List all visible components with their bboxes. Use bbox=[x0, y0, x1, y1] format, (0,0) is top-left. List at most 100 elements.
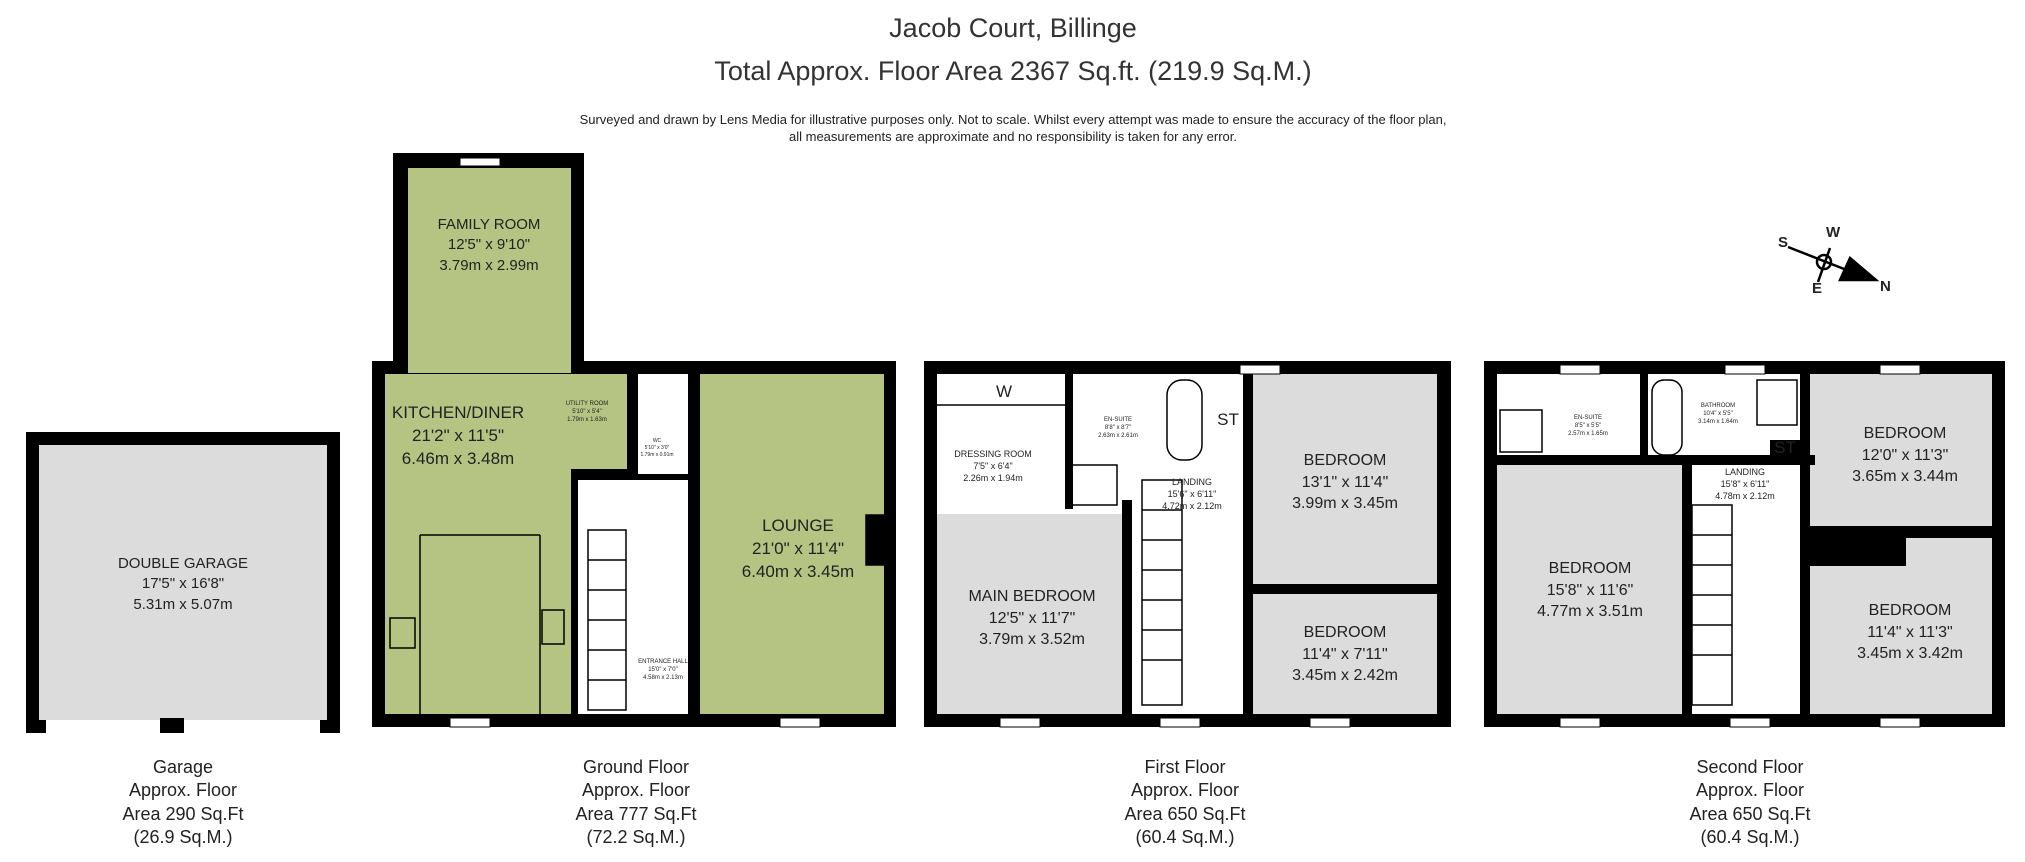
room-label-bedroom: BEDROOM 11'4" x 7'11" 3.45m x 2.42m bbox=[1292, 622, 1398, 687]
room-name: ENTRANCE HALL bbox=[638, 659, 688, 665]
compass-icon bbox=[1787, 245, 1880, 283]
second-floor-plan bbox=[1484, 361, 2005, 728]
room-metric: 2.63m x 2.61m bbox=[1098, 433, 1138, 440]
room-name: BATHROOM bbox=[1700, 403, 1736, 409]
room-name: UTILITY ROOM bbox=[565, 401, 609, 407]
room-name: LANDING bbox=[1724, 467, 1765, 477]
room-imperial: 15'6" x 6'11" bbox=[1167, 489, 1217, 500]
room-label-dressing-room: DRESSING ROOM 7'5" x 6'4" 2.26m x 1.94m bbox=[954, 448, 1032, 484]
floor-name: Ground Floor bbox=[582, 757, 690, 777]
floor-area-sqm: (72.2 Sq.M.) bbox=[586, 827, 686, 848]
room-label-main-bedroom: MAIN BEDROOM 12'5" x 11'7" 3.79m x 3.52m bbox=[968, 586, 1095, 651]
ground-floor-plan bbox=[372, 153, 896, 728]
floor-area-label: Approx. Floor bbox=[1130, 780, 1240, 801]
floor-name: Garage bbox=[152, 757, 214, 777]
room-name: WC bbox=[652, 438, 662, 444]
floor-label-second: Second Floor Approx. Floor Area 650 Sq.F… bbox=[1689, 756, 1810, 850]
floor-name: First Floor bbox=[1144, 757, 1226, 777]
plan-total-area: Total Approx. Floor Area 2367 Sq.ft. (21… bbox=[714, 56, 1312, 86]
room-label-bathroom: BATHROOM 10'4" x 5'5" 3.14m x 1.64m bbox=[1698, 402, 1738, 426]
compass-n: N bbox=[1880, 278, 1891, 295]
room-metric: 3.45m x 2.42m bbox=[1292, 667, 1398, 685]
room-label-wc: WC 5'10" x 3'0" 1.79m x 0.91m bbox=[640, 438, 673, 458]
first-floor-plan bbox=[924, 361, 1451, 728]
store-label: ST bbox=[1217, 410, 1239, 429]
room-imperial: 11'4" x 11'3" bbox=[1867, 623, 1953, 641]
floor-area-label: Approx. Floor bbox=[581, 780, 691, 801]
room-label-double-garage: DOUBLE GARAGE 17'5" x 16'8" 5.31m x 5.07… bbox=[118, 554, 248, 615]
room-metric: 1.79m x 0.91m bbox=[640, 451, 674, 458]
room-metric: 6.46m x 3.48m bbox=[401, 448, 515, 468]
room-metric: 3.99m x 3.45m bbox=[1292, 495, 1398, 513]
room-label-entrance-hall: ENTRANCE HALL 15'0" x 7'0" 4.58m x 2.13m bbox=[638, 658, 688, 682]
room-metric: 3.45m x 3.42m bbox=[1857, 645, 1963, 663]
room-imperial: 21'0" x 11'4" bbox=[752, 538, 844, 558]
room-name: EN-SUITE bbox=[1573, 415, 1602, 421]
room-imperial: 12'0" x 11'3" bbox=[1861, 446, 1949, 464]
room-imperial: 8'5" x 5'5" bbox=[1574, 423, 1602, 430]
room-label-en-suite: EN-SUITE 8'5" x 5'5" 2.57m x 1.65m bbox=[1568, 414, 1608, 438]
room-label-bedroom: BEDROOM 15'8" x 11'6" 4.77m x 3.51m bbox=[1537, 558, 1643, 623]
room-imperial: 11'4" x 7'11" bbox=[1302, 645, 1388, 663]
room-name: BEDROOM bbox=[1303, 624, 1387, 641]
floor-area-label: Approx. Floor bbox=[1695, 780, 1805, 801]
room-imperial: 15'0" x 7'0" bbox=[648, 667, 678, 674]
room-imperial: 12'5" x 11'7" bbox=[988, 609, 1076, 627]
room-name: BEDROOM bbox=[1868, 602, 1952, 619]
room-imperial: 13'1" x 11'4" bbox=[1301, 473, 1389, 491]
room-imperial: 10'4" x 5'5" bbox=[1703, 411, 1733, 418]
floor-label-ground: Ground Floor Approx. Floor Area 777 Sq.F… bbox=[575, 756, 696, 850]
room-name: BEDROOM bbox=[1548, 560, 1632, 577]
room-metric: 3.65m x 3.44m bbox=[1852, 468, 1958, 486]
room-label-utility-room: UTILITY ROOM 5'10" x 5'4" 1.79m x 1.63m bbox=[566, 400, 609, 424]
room-imperial: 8'8" x 8'7" bbox=[1104, 425, 1132, 432]
room-label-family-room: FAMILY ROOM 12'5" x 9'10" 3.79m x 2.99m bbox=[438, 215, 541, 276]
room-imperial: 21'2" x 11'5" bbox=[412, 425, 504, 445]
room-imperial: 7'5" x 6'4" bbox=[973, 461, 1013, 472]
room-name: MAIN BEDROOM bbox=[968, 588, 1096, 605]
room-label-landing: LANDING 15'6" x 6'11" 4.72m x 2.12m bbox=[1162, 476, 1222, 512]
store-label: ST bbox=[1774, 438, 1796, 457]
room-metric: 4.78m x 2.12m bbox=[1715, 491, 1775, 502]
room-label-bedroom: BEDROOM 12'0" x 11'3" 3.65m x 3.44m bbox=[1852, 423, 1958, 488]
room-name: DOUBLE GARAGE bbox=[117, 555, 249, 572]
room-imperial: 15'8" x 11'6" bbox=[1546, 581, 1634, 599]
room-name: DRESSING ROOM bbox=[954, 449, 1032, 459]
room-name: EN-SUITE bbox=[1103, 417, 1132, 423]
room-imperial: 15'8" x 6'11" bbox=[1720, 479, 1770, 490]
compass-e: E bbox=[1812, 280, 1823, 297]
room-metric: 3.79m x 3.52m bbox=[979, 631, 1085, 649]
floor-area-sqft: Area 777 Sq.Ft bbox=[575, 803, 697, 824]
room-metric: 4.77m x 3.51m bbox=[1537, 603, 1643, 621]
garage-plan bbox=[26, 432, 340, 733]
wardrobe-label: W bbox=[995, 382, 1013, 401]
room-name: LANDING bbox=[1171, 477, 1212, 487]
room-label-bedroom: BEDROOM 11'4" x 11'3" 3.45m x 3.42m bbox=[1857, 600, 1963, 665]
room-imperial: 17'5" x 16'8" bbox=[141, 575, 225, 593]
floor-label-first: First Floor Approx. Floor Area 650 Sq.Ft… bbox=[1124, 756, 1245, 850]
floor-area-sqft: Area 650 Sq.Ft bbox=[1124, 803, 1246, 824]
room-name: BEDROOM bbox=[1863, 425, 1947, 442]
room-metric: 5.31m x 5.07m bbox=[133, 595, 233, 613]
compass-s: S bbox=[1778, 234, 1789, 251]
floor-area-sqm: (26.9 Sq.M.) bbox=[133, 827, 233, 848]
room-metric: 6.40m x 3.45m bbox=[741, 561, 855, 581]
room-imperial: 5'10" x 5'4" bbox=[572, 409, 602, 416]
floor-area-sqm: (60.4 Sq.M.) bbox=[1135, 827, 1235, 848]
room-metric: 3.14m x 1.64m bbox=[1698, 419, 1738, 426]
room-metric: 2.26m x 1.94m bbox=[963, 473, 1023, 484]
room-metric: 2.57m x 1.65m bbox=[1568, 431, 1608, 438]
floor-area-sqft: Area 290 Sq.Ft bbox=[122, 803, 244, 824]
floor-name: Second Floor bbox=[1696, 757, 1804, 777]
room-metric: 4.72m x 2.12m bbox=[1162, 501, 1222, 512]
room-metric: 1.79m x 1.63m bbox=[567, 417, 607, 424]
floor-area-sqft: Area 650 Sq.Ft bbox=[1689, 803, 1811, 824]
room-label-lounge: LOUNGE 21'0" x 11'4" 6.40m x 3.45m bbox=[742, 515, 854, 584]
floor-area-label: Approx. Floor bbox=[128, 780, 238, 801]
floor-label-garage: Garage Approx. Floor Area 290 Sq.Ft (26.… bbox=[122, 756, 243, 850]
room-label-en-suite: EN-SUITE 8'8" x 8'7" 2.63m x 2.61m bbox=[1098, 416, 1138, 440]
disclaimer-line-1: Surveyed and drawn by Lens Media for ill… bbox=[579, 112, 1447, 127]
room-name: FAMILY ROOM bbox=[437, 216, 541, 233]
room-label-kitchen-diner: KITCHEN/DINER 21'2" x 11'5" 6.46m x 3.48… bbox=[392, 402, 524, 471]
